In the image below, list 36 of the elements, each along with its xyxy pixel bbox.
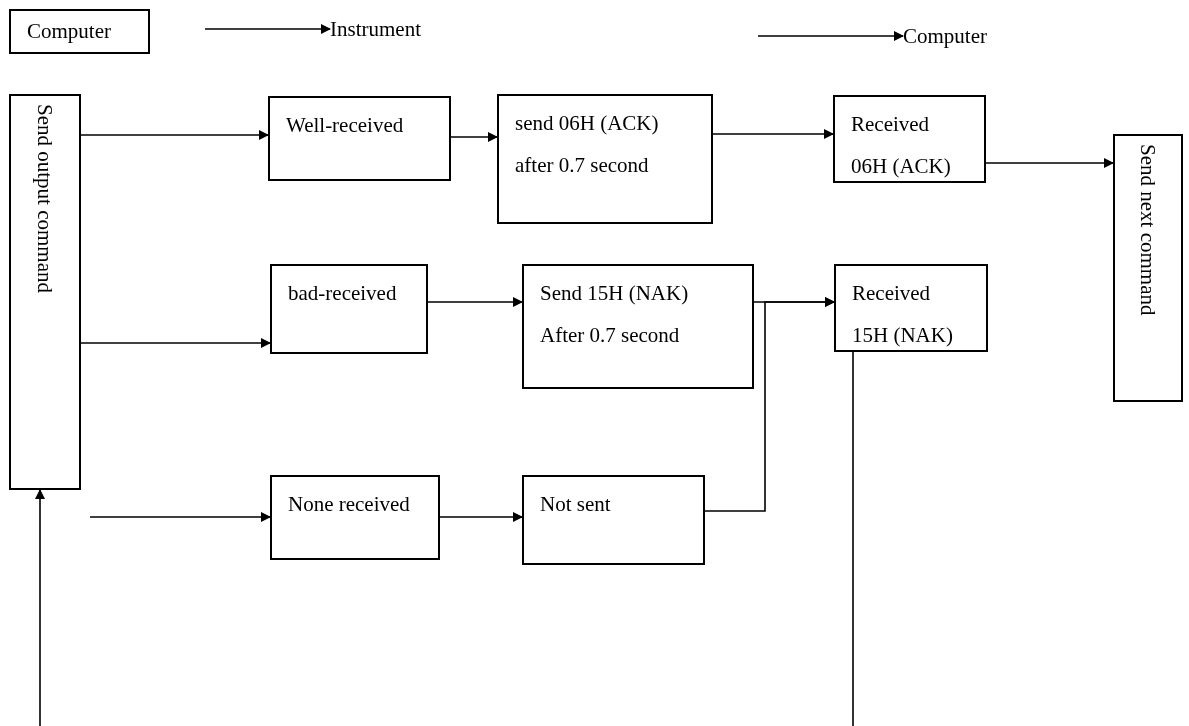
process-box [270, 264, 428, 354]
arrow [89, 512, 271, 522]
arrow [704, 297, 835, 512]
process-box [1113, 134, 1183, 402]
process-box [497, 94, 713, 224]
arrow [439, 512, 523, 522]
box-label: Send output command [32, 104, 59, 293]
arrow [450, 132, 498, 142]
box-label: Send 15H (NAK) After 0.7 second [539, 280, 690, 349]
box-label: Not sent [539, 491, 612, 518]
arrow [712, 129, 834, 139]
box-label: Received 06H (ACK) [850, 111, 952, 180]
box-label: None received [287, 491, 411, 518]
arrow [80, 338, 271, 348]
arrow [80, 130, 269, 140]
arrow [427, 297, 523, 307]
arrow [204, 24, 331, 34]
box-label: bad-received [287, 280, 398, 307]
process-box [270, 475, 440, 560]
box-label: Computer [26, 18, 112, 45]
arrow [757, 31, 904, 41]
role-box [9, 9, 150, 54]
process-box [522, 264, 754, 389]
box-label: Send next command [1135, 144, 1162, 316]
box-label: Well-received [285, 112, 405, 139]
arrow [35, 489, 45, 726]
process-box [834, 264, 988, 352]
process-box [833, 95, 986, 183]
role-label: Instrument [330, 16, 422, 43]
process-box [522, 475, 705, 565]
role-label: Computer [903, 23, 988, 50]
box-label: Received 15H (NAK) [851, 280, 954, 349]
process-box [9, 94, 81, 490]
box-label: send 06H (ACK) after 0.7 second [514, 110, 660, 179]
arrow [985, 158, 1114, 168]
process-box [268, 96, 451, 181]
